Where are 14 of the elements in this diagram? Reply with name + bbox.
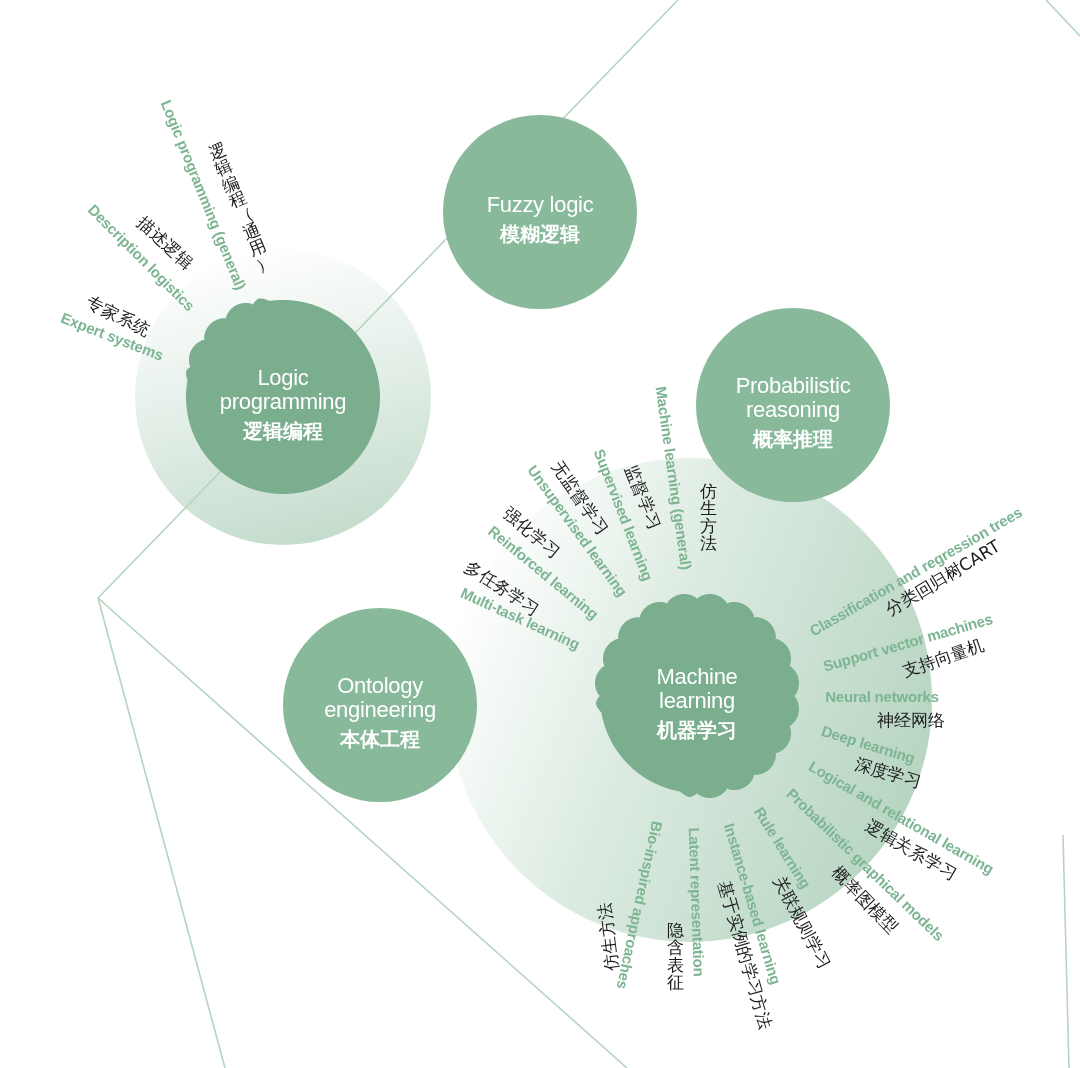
topic-subtitle: 本体工程 [340, 728, 420, 751]
topic-subtitle: 逻辑编程 [243, 420, 323, 443]
branch-translation: 仿生方法 [698, 483, 718, 553]
topic-title: Fuzzy logic [486, 192, 594, 217]
topic-title: Probabilistic reasoning [734, 373, 852, 422]
topic-title: Ontology engineering [323, 673, 437, 722]
branch-translation: 隐含表征 [665, 922, 685, 992]
topic-title: Machine learning [655, 664, 739, 713]
topic-subtitle: 机器学习 [657, 719, 737, 742]
branch-translation: 神经网络 [877, 710, 945, 730]
topic-subtitle: 模糊逻辑 [500, 223, 580, 246]
topic-title: Logic programming [218, 365, 348, 414]
topic-subtitle: 概率推理 [753, 428, 833, 451]
branch-label: Latent representation [685, 827, 707, 977]
